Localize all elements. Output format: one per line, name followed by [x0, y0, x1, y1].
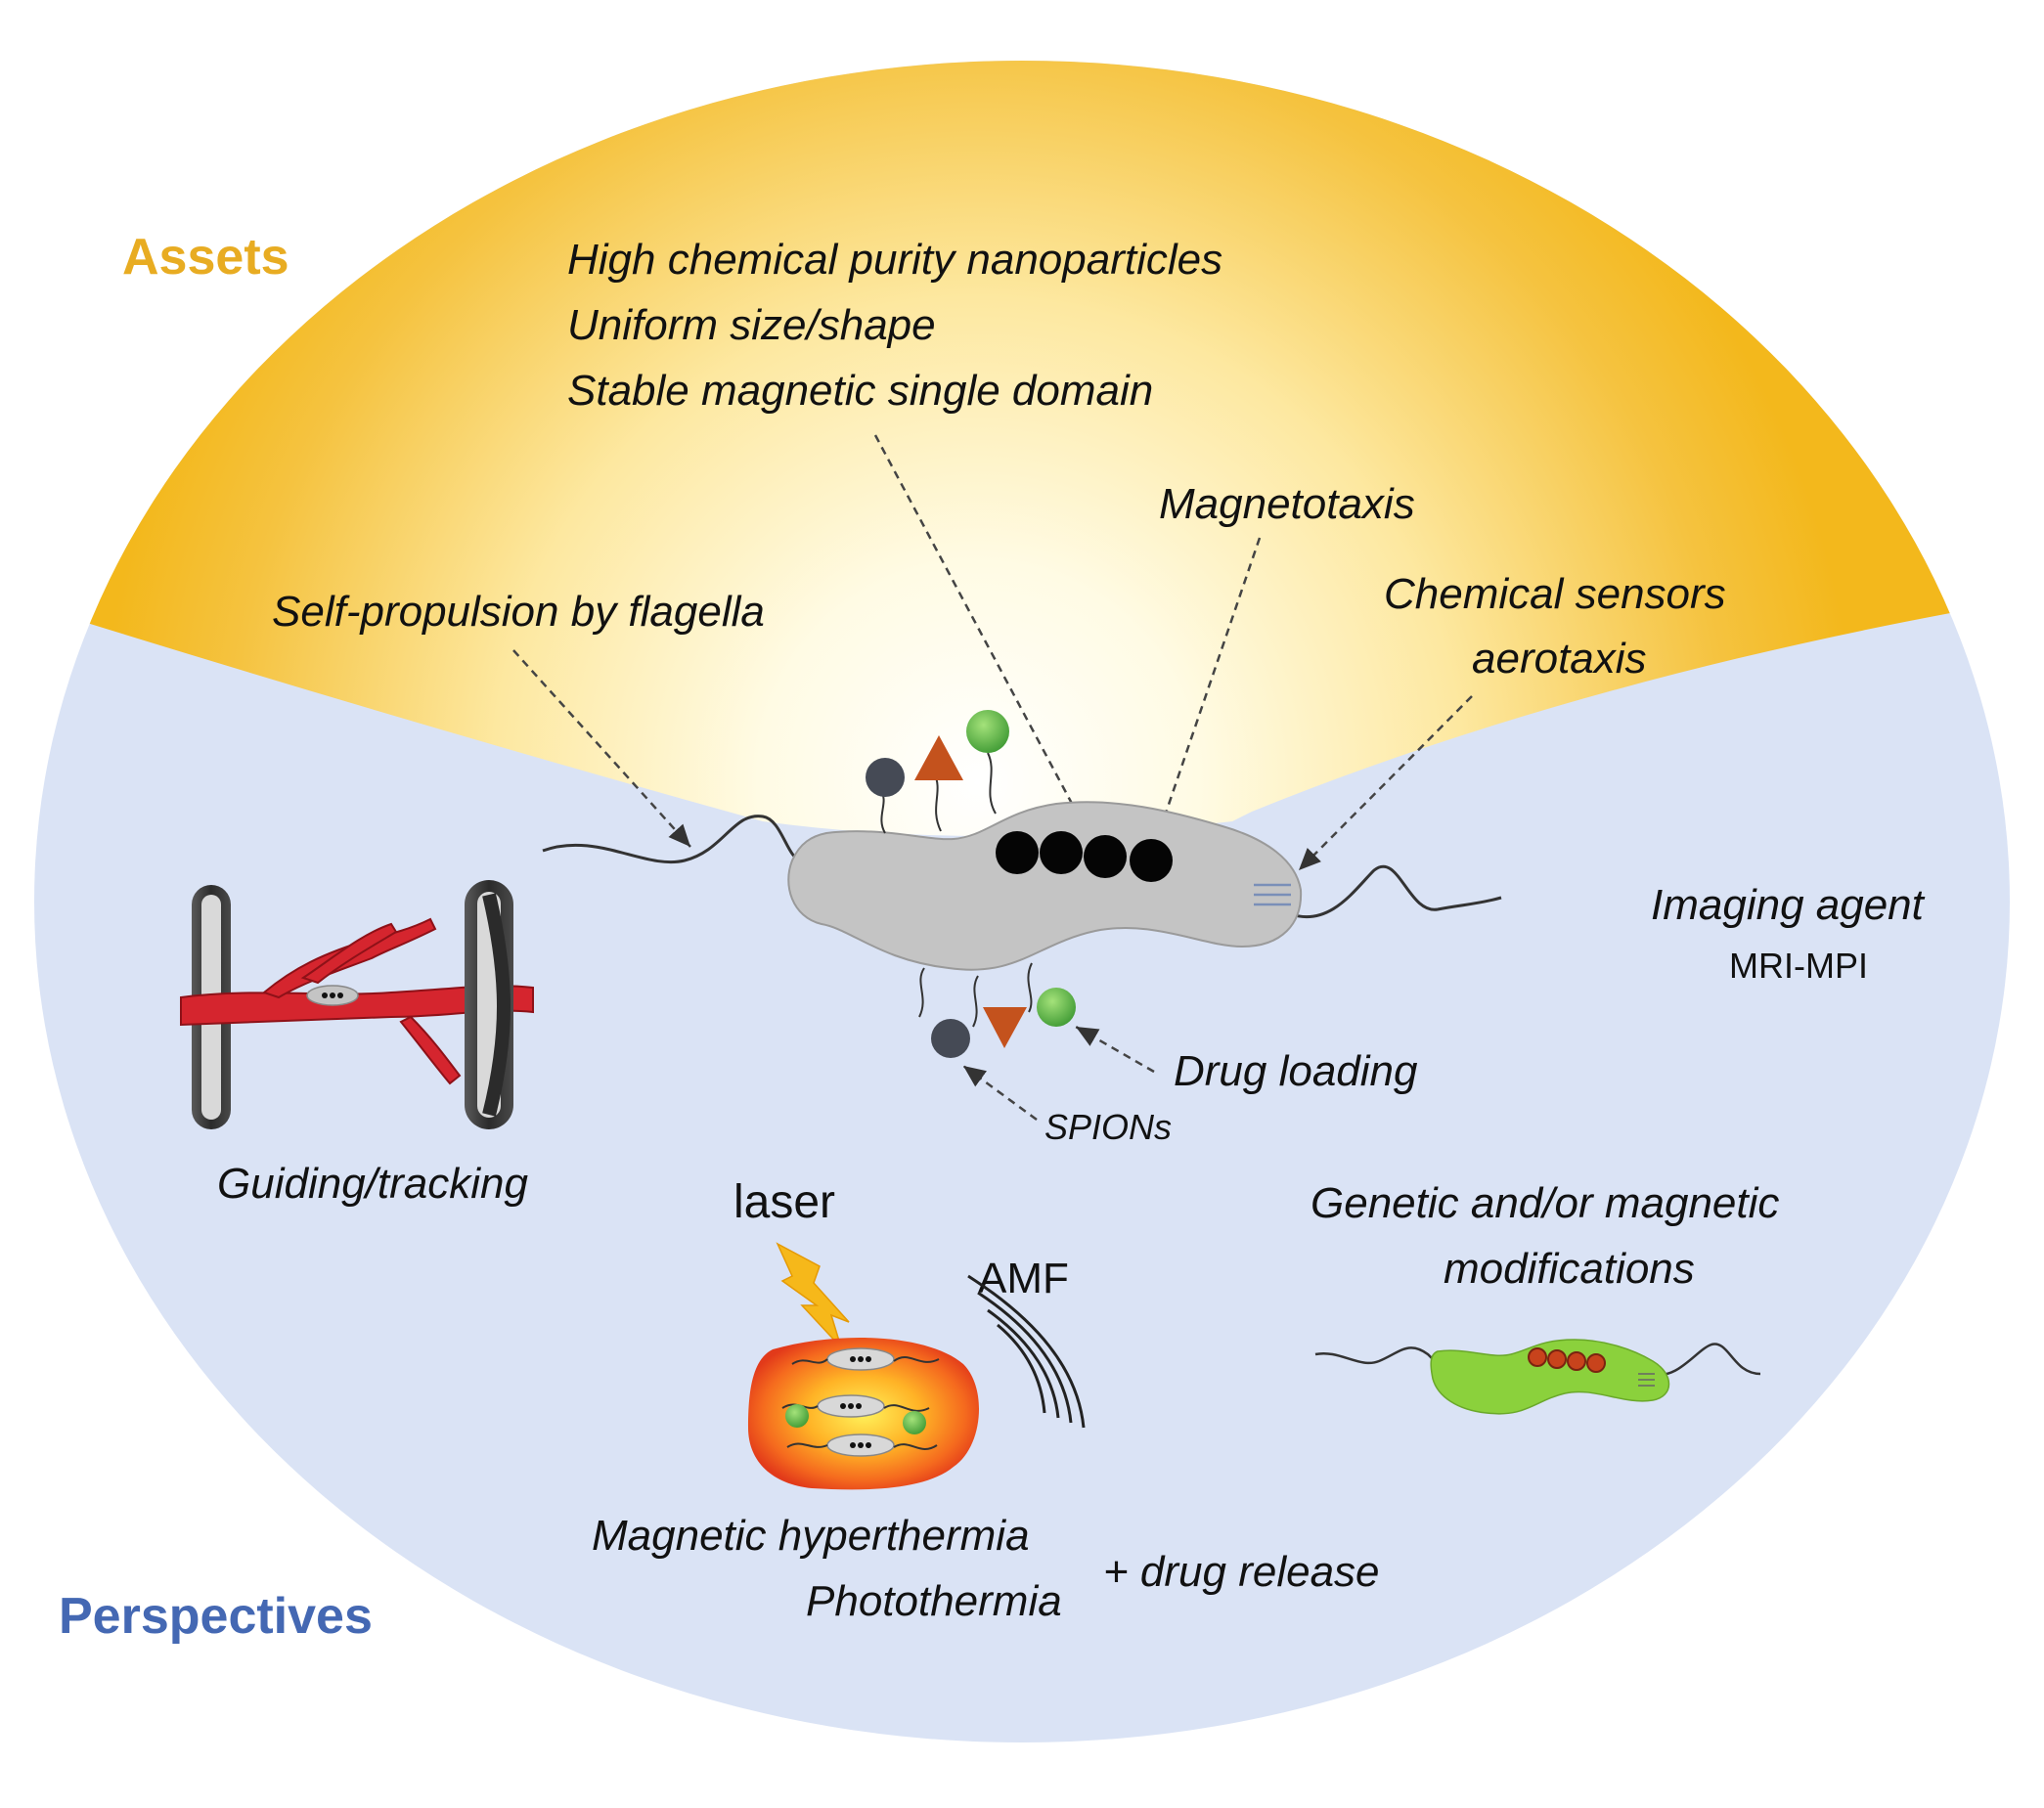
chemical-sensors-label: Chemical sensors	[1384, 570, 1726, 618]
arrow-spions	[962, 1064, 1038, 1122]
tumor-drug-right	[903, 1411, 926, 1434]
tumor-drug-left	[785, 1404, 809, 1428]
bacterium-body	[787, 801, 1303, 971]
asset-property-3: Stable magnetic single domain	[567, 367, 1153, 415]
laser-label: laser	[733, 1176, 835, 1228]
spion-top	[866, 758, 905, 797]
imaging-modalities-label: MRI-MPI	[1729, 946, 1868, 986]
arrow-magnetotaxis	[1156, 537, 1262, 834]
magnetotaxis-label: Magnetotaxis	[1159, 480, 1415, 528]
tumor-icon	[748, 1338, 980, 1490]
bacterium-icon	[542, 710, 1502, 1058]
modifications-label: modifications	[1444, 1245, 1695, 1293]
modified-bacterium-icon	[1314, 1339, 1761, 1415]
amf-wave-icon	[967, 1274, 1086, 1429]
arrow-properties	[873, 434, 1088, 830]
self-propulsion-label: Self-propulsion by flagella	[272, 588, 765, 636]
asset-property-1: High chemical purity nanoparticles	[567, 236, 1222, 284]
drug-ball-top	[966, 710, 1009, 753]
imaging-agent-label: Imaging agent	[1651, 881, 1926, 929]
photothermia-label: Photothermia	[806, 1577, 1062, 1625]
spions-label: SPIONs	[1044, 1107, 1172, 1147]
perspectives-label: Perspectives	[59, 1588, 373, 1645]
magnetosome-chain-icon	[996, 831, 1173, 882]
drug-triangle-top	[914, 735, 963, 780]
aerotaxis-label: aerotaxis	[1472, 635, 1647, 683]
flagellum-left	[542, 815, 803, 863]
drug-ball-bottom	[1037, 988, 1076, 1027]
blood-vessel-icon	[180, 917, 534, 1085]
asset-property-2: Uniform size/shape	[567, 301, 936, 349]
hyperthermia-label: Magnetic hyperthermia	[592, 1512, 1030, 1560]
sensor-marks	[1254, 883, 1291, 906]
flagellum-right	[1290, 864, 1502, 918]
assets-label: Assets	[122, 229, 289, 286]
guiding-illustration	[180, 880, 534, 1129]
genetic-label: Genetic and/or magnetic	[1311, 1179, 1779, 1227]
drug-triangle-bottom	[983, 1007, 1027, 1048]
spion-bottom	[931, 1019, 970, 1058]
arrow-drug-loading	[1075, 1025, 1155, 1074]
drug-loading-label: Drug loading	[1174, 1047, 1418, 1095]
assets-region	[34, 61, 2010, 836]
arrow-self-propulsion	[512, 649, 691, 848]
guiding-label: Guiding/tracking	[217, 1160, 528, 1208]
drug-release-label: + drug release	[1103, 1548, 1380, 1596]
amf-label: AMF	[978, 1255, 1069, 1302]
pointer-arrows	[512, 434, 1473, 1122]
